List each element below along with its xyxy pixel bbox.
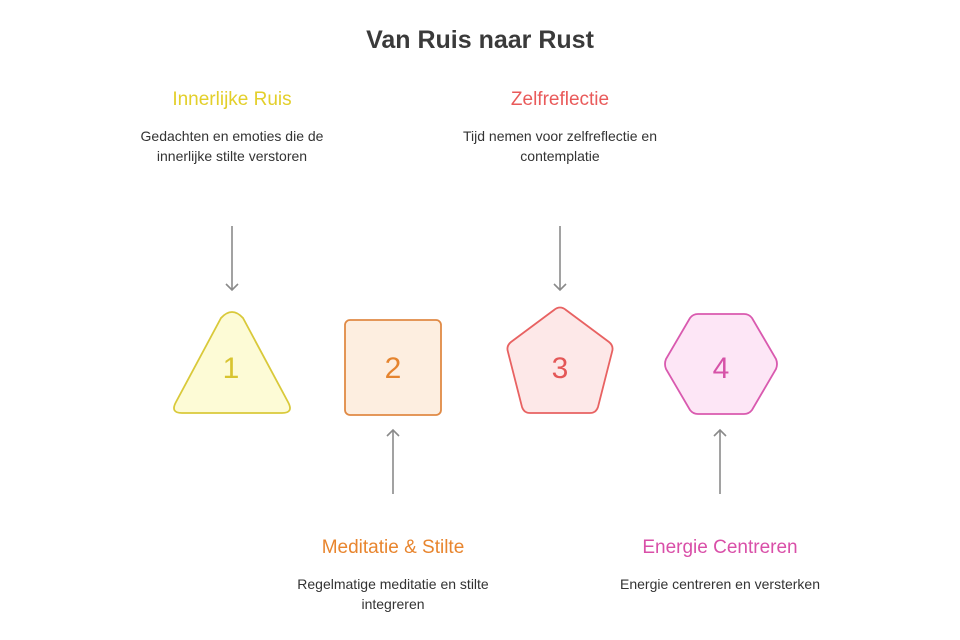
step-1-label: Innerlijke Ruis — [172, 89, 292, 110]
step-3-description: Tijd nemen voor zelfreflectie en contemp… — [462, 128, 658, 164]
step-1-description: Gedachten en emoties die de innerlijke s… — [140, 128, 324, 164]
step-2-description: Regelmatige meditatie en stilte integrer… — [297, 576, 489, 612]
diagram-title: Van Ruis naar Rust — [366, 26, 594, 54]
step-3-number: 3 — [552, 352, 569, 385]
step-4-number: 4 — [713, 352, 730, 385]
step-4-hexagon-shape — [664, 313, 778, 415]
step-3-label: Zelfreflectie — [510, 89, 610, 110]
step-1-number: 1 — [223, 352, 240, 385]
step-2-number: 2 — [385, 352, 402, 385]
step-2-square-shape — [344, 319, 442, 416]
step-4-description: Energie centreren en versterken — [620, 576, 820, 592]
step-1-triangle-shape — [173, 311, 291, 414]
step-3-pentagon-shape — [506, 306, 614, 414]
step-2-label: Meditatie & Stilte — [321, 537, 465, 558]
step-4-label: Energie Centreren — [642, 537, 798, 558]
